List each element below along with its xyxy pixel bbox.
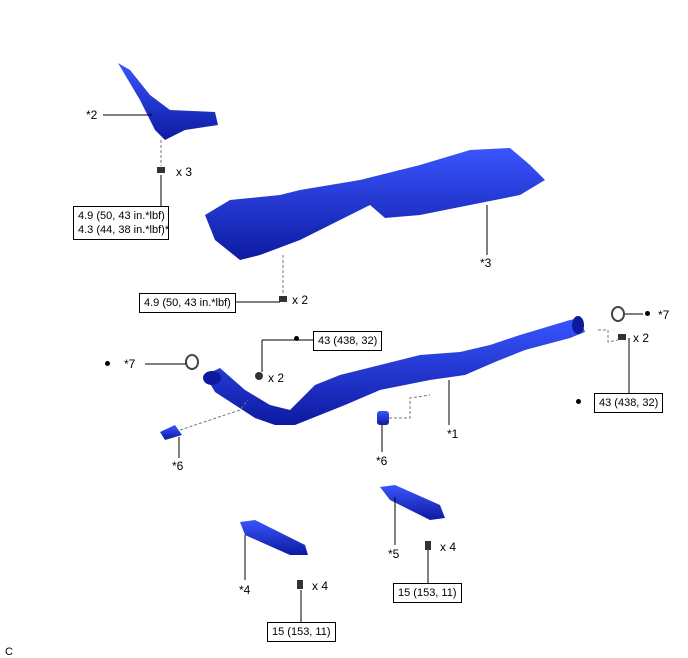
pipe-flange-rear [572,316,584,334]
quantity-front-nut: x 2 [268,371,285,385]
heat-insulator-3 [205,148,545,260]
gasket-7-left [185,354,199,370]
hanger-6-left [160,425,182,440]
non-reusable-mark [645,311,650,316]
non-reusable-mark [576,399,581,404]
fasteners [157,167,626,589]
torque-box-heat-insulator-3: 4.9 (50, 43 in.*lbf) [139,293,236,313]
figure-code: C [5,646,13,658]
non-reusable-mark [294,336,299,341]
torque-value-alt: 4.3 (44, 38 in.*lbf)* [78,224,170,236]
callout-3: *3 [480,256,492,270]
exhaust-pipe-1 [205,318,585,425]
quantity-heat-insulator-3: x 2 [292,293,309,307]
non-reusable-mark [105,361,110,366]
callout-5: *5 [388,547,400,561]
gasket-7-right [611,306,625,322]
quantity-bracket-4: x 4 [312,579,329,593]
quantity-rear-bolt: x 2 [633,331,650,345]
callout-6-left: *6 [172,459,184,473]
callout-7-right: *7 [658,308,670,322]
torque-box-bracket-5: 15 (153, 11) [393,583,462,603]
torque-box-front-nut: 43 (438, 32) [313,331,383,351]
callout-6-right: *6 [376,454,388,468]
callout-4: *4 [239,583,251,597]
heat-insulator-2 [118,63,218,140]
torque-box-heat-insulator-2: 4.9 (50, 43 in.*lbf) 4.3 (44, 38 in.*lbf… [73,206,169,240]
callout-2: *2 [86,108,98,122]
pipe-flange-front [203,371,221,385]
leader-lines [103,114,643,622]
torque-box-rear-bolt: 43 (438, 32) [594,393,664,413]
bracket-4 [240,520,308,555]
bracket-5 [380,485,445,520]
quantity-bracket-5: x 4 [440,540,457,554]
torque-value: 4.9 (50, 43 in.*lbf) [78,210,165,222]
torque-box-bracket-4: 15 (153, 11) [267,622,336,642]
callout-7-left: *7 [124,357,136,371]
dashed-guides [160,140,619,431]
hanger-6-right [377,411,389,425]
quantity-heat-insulator-2: x 3 [176,165,193,179]
callout-1: *1 [447,427,459,441]
